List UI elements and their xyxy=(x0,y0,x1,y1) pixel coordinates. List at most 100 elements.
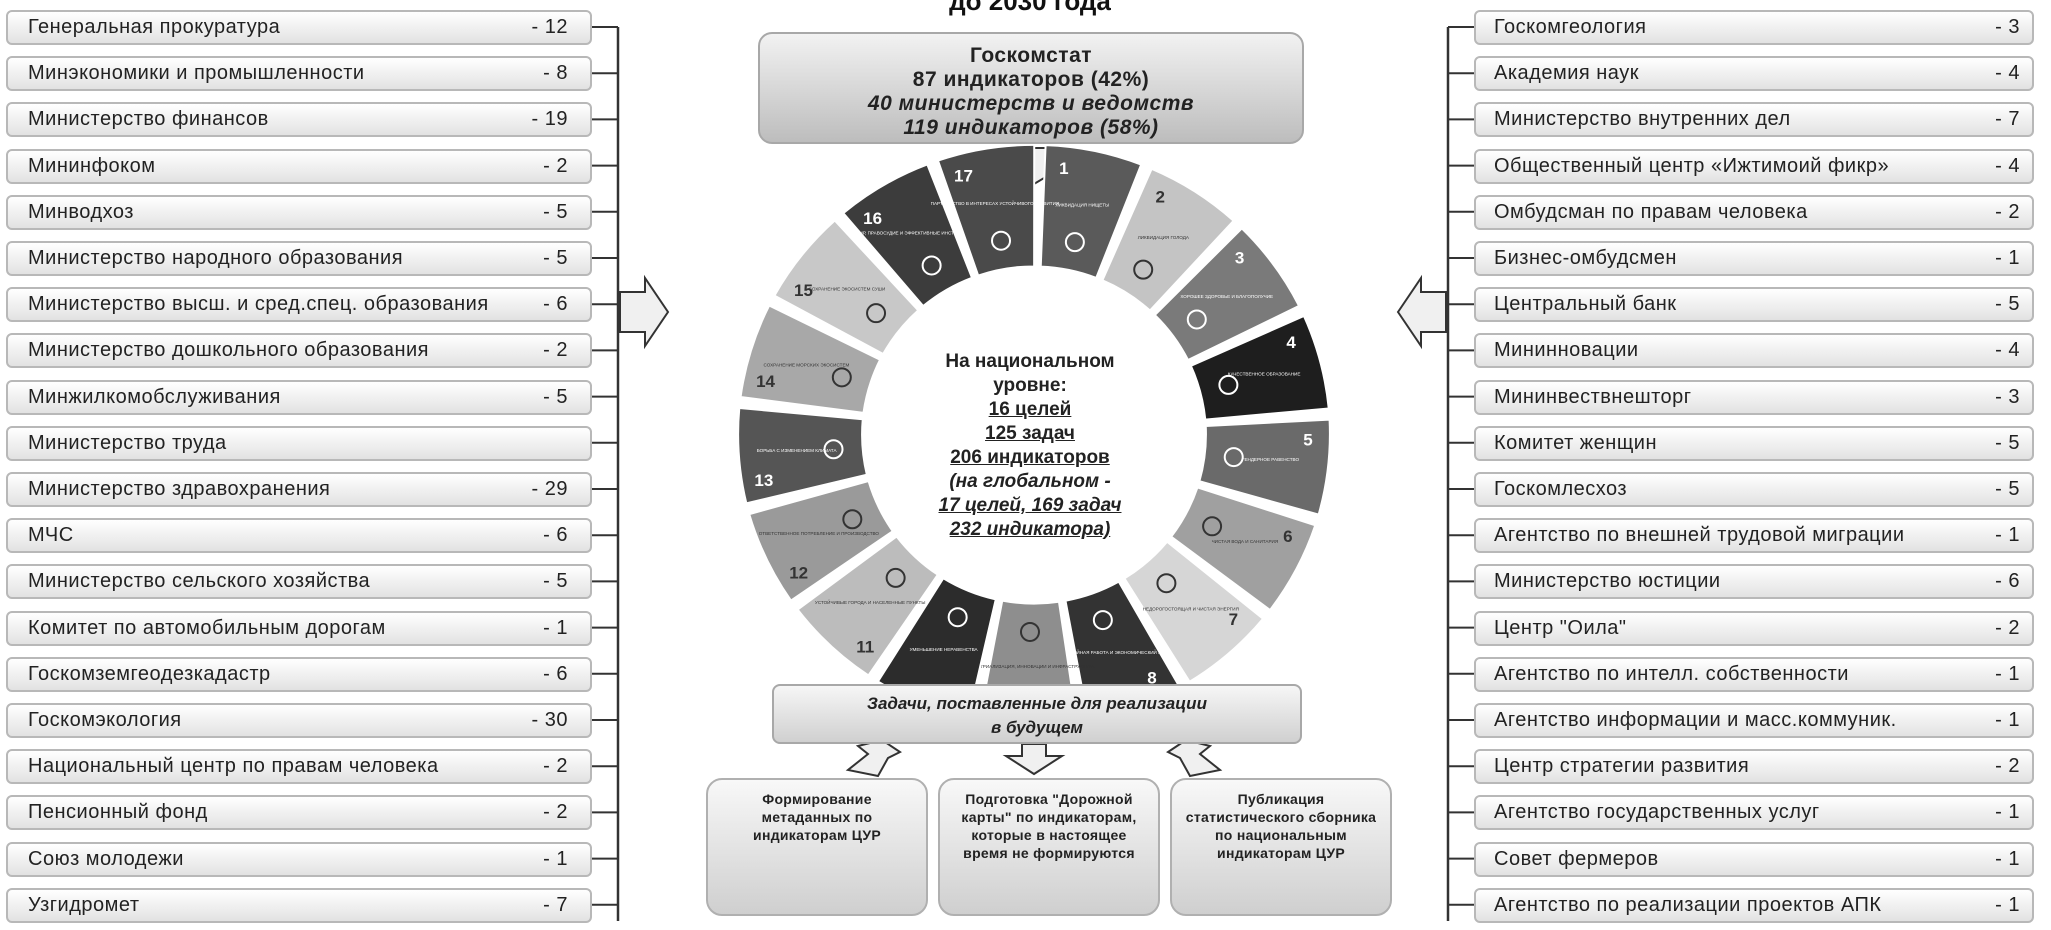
right-org-name: Министерство внутренних дел xyxy=(1494,108,1791,131)
left-org-count: - 1 xyxy=(543,616,568,639)
water-icon xyxy=(1202,516,1223,537)
left-org-row: Минэкономики и промышленности - 8 xyxy=(6,56,592,92)
heartbeat-icon xyxy=(1186,309,1207,330)
right-org-name: Агентство по реализации проектов АПК xyxy=(1494,893,1882,916)
left-org-row: Национальный центр по правам человека- 2 xyxy=(6,749,592,785)
tree-icon xyxy=(866,303,887,324)
right-org-count: - 1 xyxy=(1995,847,2020,870)
left-org-count: - 2 xyxy=(543,755,568,778)
center-indicators: 206 индикаторов xyxy=(950,447,1110,468)
right-org-count: - 1 xyxy=(1995,801,2020,824)
right-org-name: Агентство государственных услуг xyxy=(1494,801,1820,824)
right-org-name: Центр "Оила" xyxy=(1494,616,1627,639)
cubes-icon xyxy=(1019,621,1040,642)
left-org-name: Министерство дошкольного образования xyxy=(28,339,429,362)
growth-chart-icon xyxy=(1092,610,1113,631)
left-org-row: Госкомэкология- 30 xyxy=(6,703,592,738)
right-org-row: Министерство юстиции- 6 xyxy=(1474,564,2034,600)
right-org-row: Комитет женщин- 5 xyxy=(1474,425,2034,461)
right-org-name: Общественный центр «Ижтимоий фикр» xyxy=(1494,154,1890,177)
left-org-count: - 8 xyxy=(543,62,568,85)
output-arrow-mid-icon xyxy=(1002,743,1066,776)
left-org-row: Министерство высш. и сред.спец. образова… xyxy=(6,287,592,323)
left-org-row: Министерство финансов- 19 xyxy=(6,102,592,138)
sdg-label: КАЧЕСТВЕННОЕ ОБРАЗОВАНИЕ xyxy=(1228,372,1300,377)
sdg-label: УСТОЙЧИВЫЕ ГОРОДА И НАСЕЛЕННЫЕ ПУНКТЫ xyxy=(815,598,926,605)
left-org-name: Союз молодежи xyxy=(28,847,184,870)
right-org-count: - 3 xyxy=(1995,16,2020,38)
right-org-count: - 5 xyxy=(1995,478,2020,500)
right-org-name: Агентство по внешней трудовой миграции xyxy=(1494,524,1905,547)
sdg-label: УМЕНЬШЕНИЕ НЕРАВЕНСТВА xyxy=(910,647,979,652)
sdg-label: СОХРАНЕНИЕ МОРСКИХ ЭКОСИСТЕМ xyxy=(764,363,850,368)
left-org-count: - 2 xyxy=(543,801,568,824)
sdg-number: 4 xyxy=(1286,333,1296,352)
left-org-row: Министерство труда xyxy=(6,425,592,461)
wheel-center-disk xyxy=(864,265,1204,605)
right-org-count: - 1 xyxy=(1995,893,2020,916)
right-org-name: Агентство по интелл. собственности xyxy=(1494,662,1849,685)
ministries-count: 40 министерств и ведомств xyxy=(867,92,1195,115)
right-org-name: Академия наук xyxy=(1494,62,1639,85)
right-org-count: - 4 xyxy=(1995,62,2020,85)
left-org-name: Узгидромет xyxy=(28,893,140,916)
left-org-name: Госкомэкология xyxy=(28,709,182,731)
left-org-name: Минводхоз xyxy=(28,200,134,223)
bowl-icon xyxy=(1133,259,1154,280)
right-org-count: - 1 xyxy=(1995,662,2020,685)
left-org-row: Союз молодежи- 1 xyxy=(6,841,592,877)
center-global-3: 232 индикатора) xyxy=(949,519,1111,540)
right-org-name: Агентство информации и масс.коммуник. xyxy=(1494,709,1897,731)
sdg-label: МИР, ПРАВОСУДИЕ И ЭФФЕКТИВНЫЕ ИНСТИТУТЫ xyxy=(856,230,970,235)
right-org-row: Академия наук - 4 xyxy=(1474,56,2034,92)
left-org-name: Минэкономики и промышленности xyxy=(28,62,365,85)
left-org-name: Министерство народного образования xyxy=(28,247,404,269)
right-org-name: Госкомлесхоз xyxy=(1494,478,1628,500)
output-metadata-box: Формирование метаданных по индикаторам Ц… xyxy=(706,778,928,916)
sdg-number: 2 xyxy=(1156,188,1165,207)
book-icon xyxy=(1218,374,1239,395)
sdg-number: 1 xyxy=(1059,159,1068,178)
center-goals: 16 целей xyxy=(988,399,1072,420)
right-org-name: Комитет женщин xyxy=(1494,431,1658,454)
tasks-line-1: Задачи, поставленные для реализации xyxy=(867,694,1207,713)
right-org-count: - 3 xyxy=(1995,385,2020,408)
right-org-count: - 4 xyxy=(1995,154,2020,177)
left-org-count: - 5 xyxy=(543,200,568,223)
center-global-2: 17 целей, 169 задач xyxy=(938,495,1122,516)
sdg-number: 8 xyxy=(1147,668,1156,687)
left-org-row: Госкомземгеодезкадастр- 6 xyxy=(6,656,592,692)
right-org-row: Агентство по внешней трудовой миграции - … xyxy=(1474,518,2034,554)
sdg-label: ГЕНДЕРНОЕ РАВЕНСТВО xyxy=(1242,457,1299,462)
future-tasks-box: Задачи, поставленные для реализации в бу… xyxy=(772,684,1302,744)
right-org-row: Агентство по интелл. собственности - 1 xyxy=(1474,656,2034,692)
right-org-name: Омбудсман по правам человека xyxy=(1494,200,1808,223)
output-roadmap-box: Подготовка "Дорожной карты" по индикатор… xyxy=(938,778,1160,916)
left-org-count: - 19 xyxy=(531,108,568,131)
sdg-number: 13 xyxy=(754,471,773,490)
sdg-number: 12 xyxy=(789,564,808,583)
left-org-row: Пенсионный фонд- 2 xyxy=(6,795,592,831)
right-org-name: Мининвествнешторг xyxy=(1494,385,1692,408)
left-org-count: - 6 xyxy=(543,293,568,316)
sdg-segment-5 xyxy=(1198,418,1331,516)
left-org-count: - 6 xyxy=(543,662,568,685)
wheel-center-text: На национальном уровне: 16 целей 125 зад… xyxy=(880,350,1180,542)
left-org-count: - 2 xyxy=(543,154,568,177)
right-org-row: Агентство государственных услуг - 1 xyxy=(1474,795,2034,831)
dove-icon xyxy=(921,255,942,276)
sdg-number: 3 xyxy=(1235,248,1244,267)
left-org-row: Генеральная прокуратура- 12 xyxy=(6,10,592,45)
header-title: до 2030 года xyxy=(949,0,1111,16)
family-icon xyxy=(1064,232,1085,253)
equals-icon xyxy=(947,607,968,628)
right-org-count: - 1 xyxy=(1995,524,2020,547)
output-publication-box: Публикация статистического сборника по н… xyxy=(1170,778,1392,916)
output-arrow-left-icon xyxy=(845,738,902,778)
left-org-name: Комитет по автомобильным дорогам xyxy=(28,616,386,639)
right-org-row: Центр стратегии развития- 2 xyxy=(1474,749,2034,785)
left-org-count: - 5 xyxy=(543,247,568,269)
center-global-1: (на глобальном - xyxy=(949,471,1111,492)
left-org-name: Генеральная прокуратура xyxy=(28,16,281,38)
left-org-row: МЧС- 6 xyxy=(6,518,592,554)
